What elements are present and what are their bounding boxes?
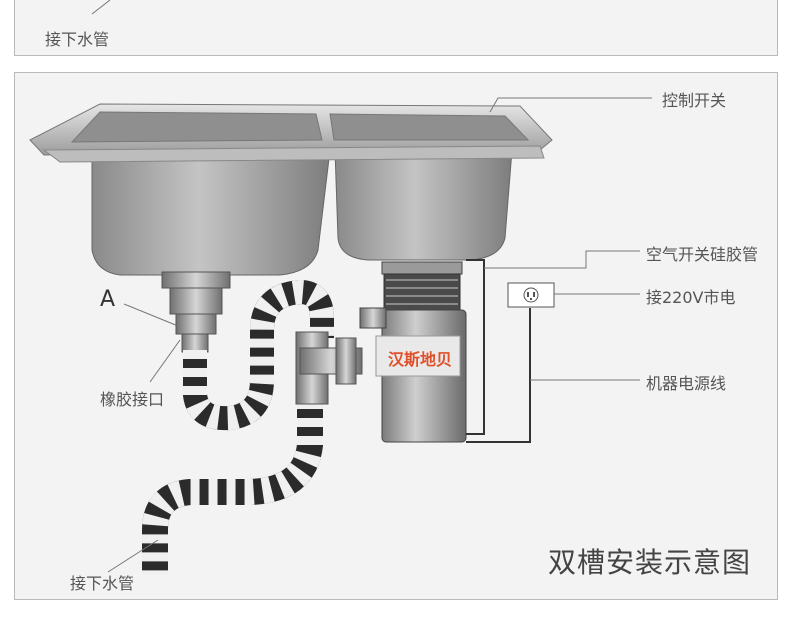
leader-marker-a <box>123 303 179 327</box>
right-bowl <box>334 149 513 261</box>
left-strainer <box>161 271 231 289</box>
control-switch-label: 控制开关 <box>662 91 727 110</box>
marker-a-label: A <box>100 287 116 312</box>
outlet-220v-label: 接220V市电 <box>646 288 736 307</box>
power-cord <box>466 308 531 443</box>
diagram-title: 双槽安装示意图 <box>548 546 752 579</box>
leader-rubber-joint <box>149 339 181 383</box>
air-tube <box>466 259 485 435</box>
leader-control-switch <box>489 97 652 113</box>
disposer-flange <box>381 261 463 275</box>
rubber-joint-label: 橡胶接口 <box>100 390 165 409</box>
drain-pipe-label: 接下水管 <box>70 574 135 593</box>
brand-label: 汉斯地贝 <box>388 350 453 369</box>
top-panel <box>14 0 778 56</box>
air-switch-tube-label: 空气开关硅胶管 <box>646 245 759 264</box>
leader-drain <box>107 539 159 573</box>
leader-top-drain <box>91 0 111 15</box>
power-cord-label: 机器电源线 <box>646 374 727 393</box>
leader-air-tube <box>484 250 640 269</box>
top-drain-pipe-label: 接下水管 <box>45 30 110 49</box>
left-bowl <box>91 149 331 276</box>
power-outlet <box>507 282 555 308</box>
